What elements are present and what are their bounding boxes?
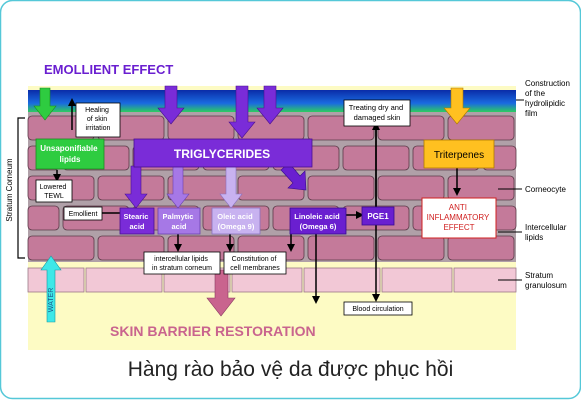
- unsaponifiable-lipids-box: [35, 138, 105, 170]
- stratum-granulosum-label: Stratum granulosum: [525, 271, 567, 290]
- treating-dry-skin-text: Treating dry and damaged skin: [349, 103, 405, 122]
- triterpenes-box: [423, 139, 495, 169]
- stratum-corneum-bracket: [17, 117, 25, 259]
- intercellular-lipids-label: Intercellular lipids: [525, 223, 569, 242]
- corneocyte-brick: [27, 205, 60, 231]
- restoration-arrow-icon: [206, 269, 236, 317]
- palmytic-acid-box: [157, 207, 201, 235]
- emollient-text: Emollient: [69, 211, 98, 218]
- orange-arrow-icon: [443, 87, 471, 125]
- granulosum-cell: [27, 267, 85, 293]
- corneocyte-brick: [307, 235, 375, 261]
- corneocyte-label: Corneocyte: [525, 185, 566, 194]
- caption: Hàng rào bảo vệ da được phục hồi: [127, 358, 454, 381]
- oleic-arrow-icon: [219, 165, 243, 209]
- triglycerides-box: [133, 138, 313, 168]
- oleic-acid-text: Oleic acid (Omega 9): [217, 212, 255, 231]
- skin-barrier-restoration-title: SKIN BARRIER RESTORATION: [110, 323, 316, 339]
- linoleic-acid-box: [289, 207, 347, 235]
- pge1-box: [361, 206, 395, 226]
- pge1-text: PGE1: [367, 212, 389, 221]
- stratum-corneum-label: Stratum Corneum: [5, 158, 14, 221]
- unsaponifiable-lipids-text: Unsaponifiable lipids: [40, 144, 100, 164]
- corneocyte-brick: [377, 175, 445, 201]
- corneocyte-brick: [307, 175, 375, 201]
- water-arrow-icon: [40, 255, 62, 323]
- palmytic-arrow-icon: [166, 165, 190, 209]
- linoleic-acid-text: Linoleic acid (Omega 6): [294, 212, 342, 231]
- emollient-effect-title: EMOLLIENT EFFECT: [44, 62, 173, 77]
- stearic-acid-text: Stearic acid: [123, 212, 150, 231]
- granulosum-cell: [381, 267, 453, 293]
- corneocyte-brick: [377, 235, 445, 261]
- triglycerides-text: TRIGLYCERIDES: [174, 147, 270, 161]
- stearic-arrow-icon: [124, 165, 148, 209]
- corneocyte-brick: [27, 235, 95, 261]
- intercellular-lipids-text: intercellular lipids in stratum corneum: [152, 256, 212, 272]
- cell-membranes-box: [223, 251, 287, 275]
- film-label: Construction of the hydrolipidic film: [525, 79, 572, 118]
- blood-circulation-box: [343, 301, 413, 316]
- treating-dry-skin-box: [343, 99, 411, 127]
- cell-membranes-text: Constitution of cell membranes: [230, 256, 280, 272]
- purple-arrow-icon: [256, 85, 284, 125]
- healing-text: Healing of skin irritation: [85, 107, 111, 132]
- lowered-tewl-box: [35, 179, 73, 203]
- stearic-acid-box: [119, 207, 155, 235]
- purple-arrow-icon: [157, 85, 185, 125]
- purple-arrow-icon: [228, 85, 256, 139]
- green-arrow-icon: [33, 87, 57, 121]
- corneocyte-brick: [447, 235, 515, 261]
- anti-inflammatory-box: [421, 197, 497, 239]
- blood-circulation-text: Blood circulation: [352, 306, 403, 313]
- water-label: WATER: [48, 288, 55, 313]
- anti-inflammatory-text: ANTI INFLAMMATORY EFFECT: [427, 203, 492, 232]
- oleic-acid-box: [211, 207, 261, 235]
- corneocyte-brick: [167, 115, 235, 141]
- triterpenes-text: Triterpenes: [434, 150, 484, 161]
- lowered-tewl-text: Lowered TEWL: [40, 184, 69, 200]
- emollient-box: [63, 206, 103, 221]
- healing-box: [75, 102, 121, 138]
- corneocyte-brick: [447, 175, 515, 201]
- palmytic-acid-text: Palmytic acid: [163, 212, 196, 231]
- intercellular-lipids-box: [143, 251, 221, 275]
